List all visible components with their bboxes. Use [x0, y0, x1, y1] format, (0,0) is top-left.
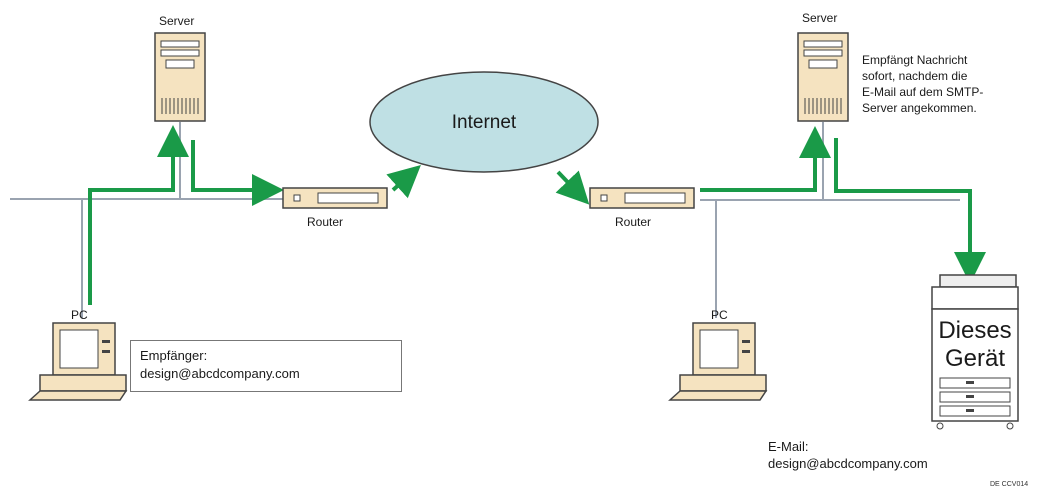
- data-flow-arrows: [88, 125, 986, 305]
- server-note-line: E-Mail auf dem SMTP-: [862, 85, 984, 99]
- server-note-line: sofort, nachdem die: [862, 69, 968, 83]
- recipient-label: Empfänger:: [140, 348, 208, 363]
- left-server-label: Server: [159, 14, 195, 28]
- left-pc-icon: [28, 322, 128, 401]
- flow-pc-to-server: [88, 125, 189, 305]
- device-email-label: E-Mail:: [768, 439, 809, 454]
- internet-cloud: [369, 71, 599, 173]
- flow-server-to-router: [191, 140, 284, 206]
- right-router-icon: [589, 187, 695, 209]
- mfp-device-icon: [931, 274, 1019, 430]
- left-router-icon: [282, 187, 388, 209]
- flow-internet-to-router: [555, 170, 590, 205]
- right-server-icon: [797, 32, 849, 122]
- device-email-address: design@abcdcompany.com: [768, 456, 928, 471]
- right-server-label: Server: [802, 11, 838, 25]
- left-server-icon: [154, 32, 206, 122]
- device-label-line2: Gerät: [944, 345, 1006, 372]
- server-note-line: Server angekommen.: [862, 101, 977, 115]
- server-note-line: Empfängt Nachricht: [862, 53, 968, 67]
- recipient-callout: Empfänger: design@abcdcompany.com: [130, 340, 402, 392]
- left-router-label: Router: [307, 215, 344, 229]
- right-pc-label: PC: [711, 308, 728, 322]
- device-label-line1: Dieses: [938, 317, 1012, 344]
- server-note: Empfängt Nachricht sofort, nachdem die E…: [862, 52, 983, 116]
- flow-router-to-server: [700, 126, 831, 192]
- internet-label: Internet: [451, 112, 517, 133]
- recipient-address: design@abcdcompany.com: [140, 366, 300, 381]
- flow-router-to-internet: [386, 164, 421, 199]
- right-router-label: Router: [615, 215, 652, 229]
- left-pc-label: PC: [71, 308, 88, 322]
- right-pc-icon: [668, 322, 768, 401]
- figure-code: DE CCV014: [990, 481, 1029, 488]
- flow-server-to-device: [834, 138, 986, 284]
